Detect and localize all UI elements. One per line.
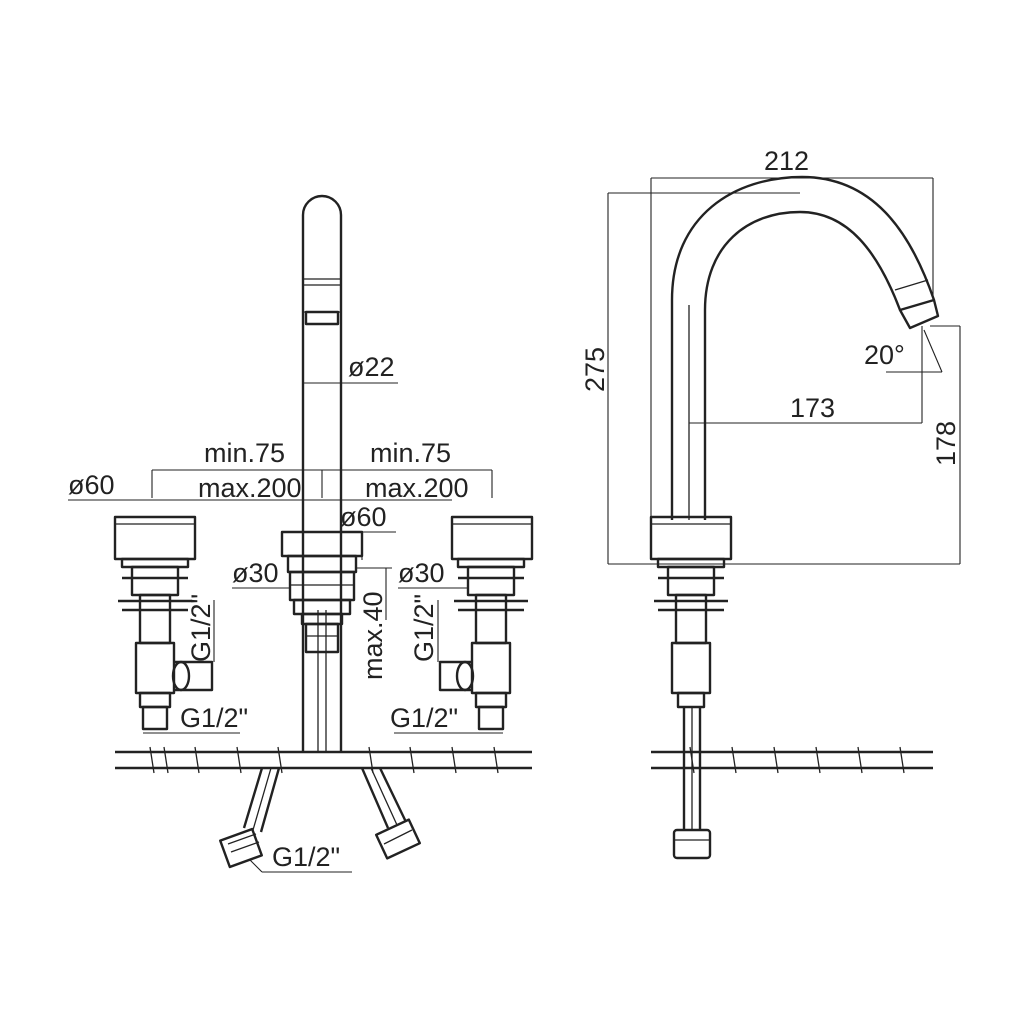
- right-spacing-max-label: max.200: [365, 473, 469, 503]
- side-spout: [670, 175, 940, 520]
- left-hose: [219, 767, 281, 869]
- front-spout: [301, 194, 343, 752]
- left-spacing-min-label: min.75: [204, 438, 285, 468]
- max-deck-thickness-label: max.40: [358, 591, 388, 680]
- right-side-thread-label: G1/2": [409, 594, 439, 662]
- spout-diameter-label: ø22: [348, 352, 395, 382]
- front-view: ø22 min.75 min.75 max.200 max.200 ø60 ø6…: [68, 194, 534, 873]
- side-body: [649, 515, 733, 860]
- left-handle-diameter-label: ø60: [68, 470, 115, 500]
- outlet-reach-label: 173: [790, 393, 835, 423]
- outlet-angle-label: 20°: [864, 340, 905, 370]
- right-valve: [438, 515, 534, 731]
- spout-reach-label: 212: [764, 146, 809, 176]
- right-bottom-thread-label: G1/2": [390, 703, 458, 733]
- side-dimensions: [607, 177, 961, 565]
- side-labels: 212 275 20° 173 178: [580, 146, 961, 466]
- left-side-thread-label: G1/2": [186, 594, 216, 662]
- left-shank-diameter-label: ø30: [232, 558, 279, 588]
- front-deck: [115, 746, 532, 774]
- right-shank-diameter-label: ø30: [398, 558, 445, 588]
- right-spacing-min-label: min.75: [370, 438, 451, 468]
- total-height-label: 275: [580, 347, 610, 392]
- left-bottom-thread-label: G1/2": [180, 703, 248, 733]
- center-body: [280, 530, 364, 654]
- left-spacing-max-label: max.200: [198, 473, 302, 503]
- side-deck: [651, 746, 933, 774]
- hose-thread-label: G1/2": [272, 842, 340, 872]
- outlet-height-label: 178: [931, 421, 961, 466]
- side-view: 212 275 20° 173 178: [580, 146, 961, 860]
- left-valve: [113, 515, 214, 731]
- center-body-diameter-label: ø60: [340, 502, 387, 532]
- right-hose: [360, 767, 422, 860]
- front-labels: ø22 min.75 min.75 max.200 max.200 ø60 ø6…: [68, 352, 469, 872]
- front-dimensions: [68, 382, 503, 873]
